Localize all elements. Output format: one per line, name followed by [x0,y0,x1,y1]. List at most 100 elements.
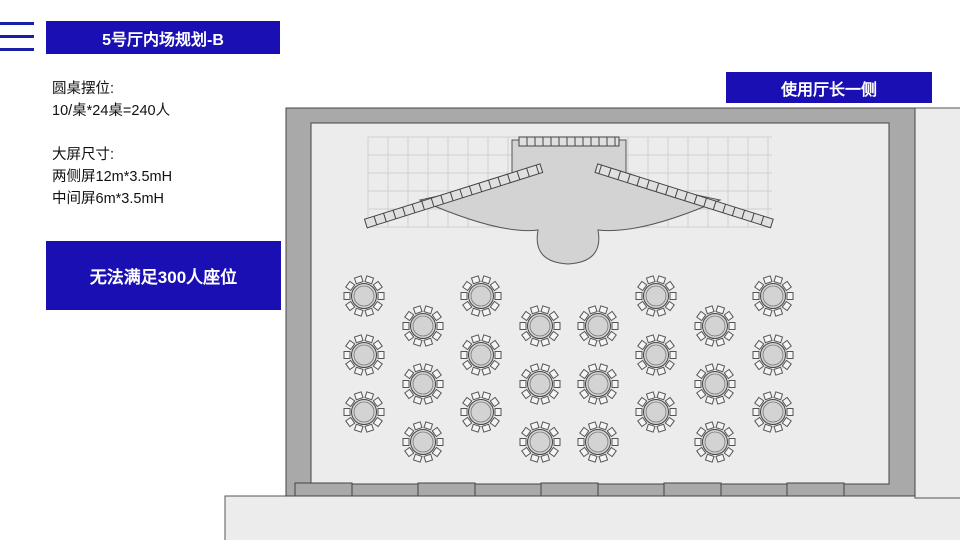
round-table [752,275,794,317]
chair [519,322,527,330]
chair [715,453,726,463]
chair [431,330,442,342]
chair [372,416,383,428]
chair [598,305,609,315]
chair [481,391,492,401]
chair [637,396,648,408]
chair [577,380,585,388]
table-top [351,283,377,309]
round-table-heading: 圆桌摆位: [52,81,115,97]
round-table [577,305,619,347]
chair [704,395,715,405]
chair [773,334,784,344]
chair [364,275,375,285]
chair [752,351,760,359]
chair [645,334,656,344]
chair [635,351,643,359]
chair [521,426,532,438]
chair [548,388,559,400]
round-table [577,363,619,405]
planning-notes: 圆桌摆位: 10/桌*24桌=240人 大屏尺寸: 两侧屏12m*3.5mH 中… [52,78,172,210]
chair [364,423,375,433]
screen-size-heading: 大屏尺寸: [52,147,115,163]
table-top [643,399,669,425]
chair [540,363,551,373]
chair [754,416,765,428]
chair [694,438,702,446]
chair [637,300,648,312]
chair [598,363,609,373]
round-table [402,421,444,463]
chair [345,416,356,428]
round-table-formula: 10/桌*24桌=240人 [52,103,171,119]
chair [694,380,702,388]
round-tables [343,275,794,463]
chair [540,395,551,405]
chair [754,300,765,312]
chair [577,438,585,446]
chair [773,275,784,285]
chair [494,292,502,300]
chair [762,307,773,317]
door-openings [294,482,845,497]
chair [462,280,473,292]
chair [715,363,726,373]
chair [489,300,500,312]
round-table [460,275,502,317]
chair [364,366,375,376]
chair [353,366,364,376]
chair [664,396,675,408]
chair [412,363,423,373]
chair [723,368,734,380]
chair [489,416,500,428]
chair [723,388,734,400]
table-top [585,429,611,455]
chair [704,421,715,431]
chair [704,305,715,315]
chair [423,305,434,315]
chair [404,446,415,458]
chair [345,280,356,292]
chair [423,337,434,347]
chair [412,305,423,315]
table-top [643,283,669,309]
chair [781,359,792,371]
round-table [635,391,677,433]
chair [637,280,648,292]
center-screen [518,136,620,147]
chair [696,446,707,458]
chair [423,363,434,373]
chair [611,322,619,330]
chair [656,307,667,317]
menu-icon[interactable] [0,22,34,52]
lower-corridor [224,495,960,540]
chair [553,438,561,446]
chair [372,300,383,312]
chair [696,388,707,400]
round-table [635,334,677,376]
chair [372,359,383,371]
table-top [585,313,611,339]
chair [773,391,784,401]
chair [579,426,590,438]
chair [773,307,784,317]
chair [377,408,385,416]
chair [723,426,734,438]
chair [637,359,648,371]
door-4 [663,482,722,497]
chair [529,453,540,463]
chair [423,395,434,405]
chair [353,275,364,285]
chair [343,292,351,300]
chair [645,366,656,376]
table-top [702,313,728,339]
chair [728,438,736,446]
chair [431,368,442,380]
chair [462,396,473,408]
chair [412,421,423,431]
table-top [702,371,728,397]
chair [489,359,500,371]
chair [529,337,540,347]
chair [548,368,559,380]
chair [345,359,356,371]
